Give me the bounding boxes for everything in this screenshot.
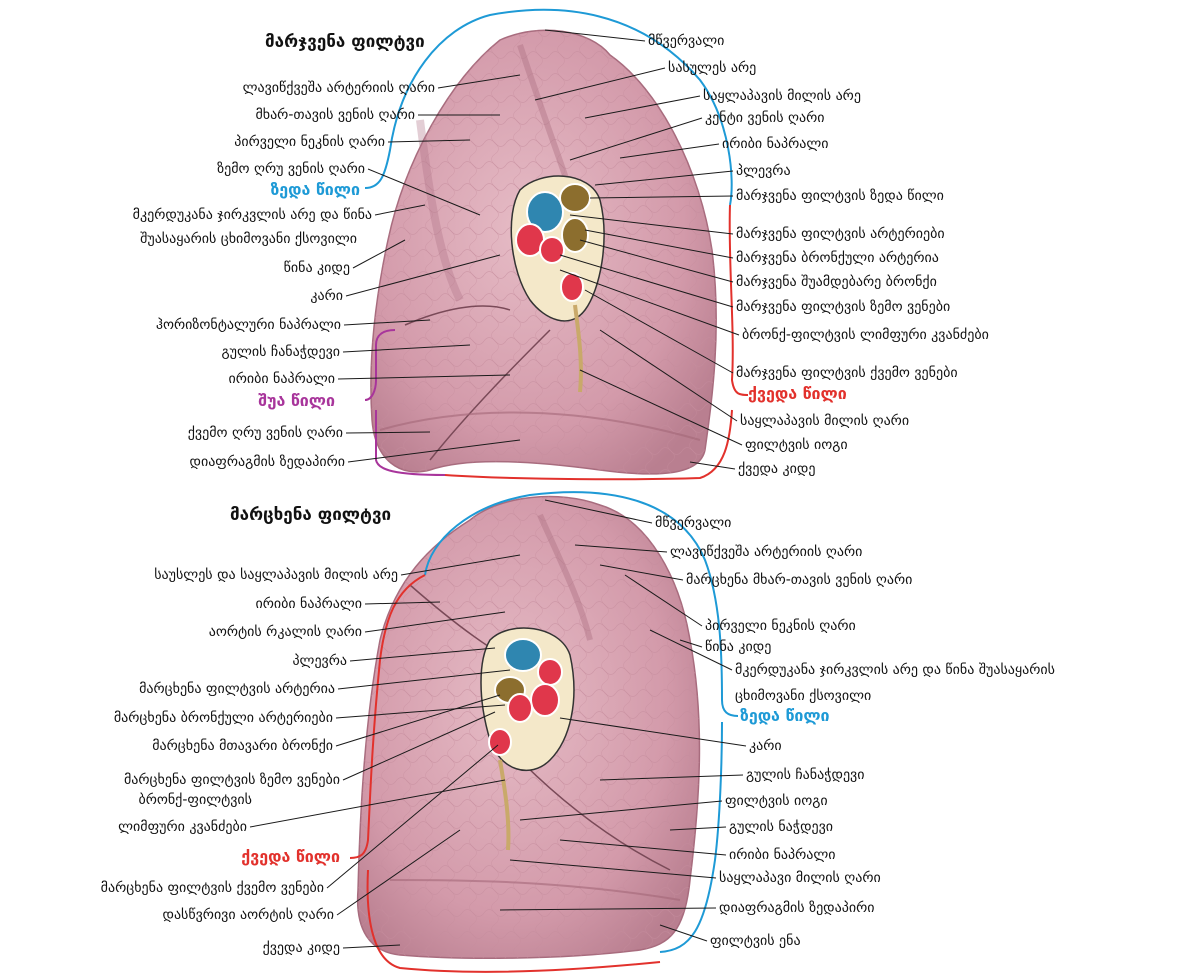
- label: ფილტვის იოგი: [745, 437, 848, 453]
- label: მარჯვენა ბრონქული არტერია: [736, 249, 939, 266]
- label: მარჯვენა ფილტვის არტერიები: [736, 225, 945, 242]
- left-lower-lobe-label: ქვედა წილი: [241, 847, 340, 866]
- right-bronchus: [560, 184, 590, 212]
- label: მარცხენა ბრონქული არტერიები: [114, 709, 333, 726]
- label: ლავიწქვეშა არტერიის ღარი: [243, 79, 435, 96]
- label: შუასაყარის ცხიმოვანი ქსოვილი: [140, 230, 357, 247]
- label: პლევრა: [292, 652, 347, 669]
- label: მარჯვენა ფილტვის ზემო ვენები: [736, 298, 950, 315]
- right-lung-title: მარჯვენა ფილტვი: [265, 32, 425, 52]
- label: საყლაპავის მილის არე: [703, 87, 861, 104]
- label: მარჯვენა შუამდებარე ბრონქი: [736, 273, 937, 290]
- label: ბრონქ-ფილტვის ლიმფური კვანძები: [742, 326, 989, 343]
- label: მარცხენა ფილტვის ზემო ვენები: [124, 771, 340, 788]
- label: მარცხენა მხარ-თავის ვენის ღარი: [686, 571, 912, 588]
- label: მწვერვალი: [655, 514, 731, 531]
- label: მკერდუკანა ჯირკვლის არე და წინა: [133, 206, 372, 223]
- right-superior-vein: [540, 237, 564, 263]
- left-superior-vein: [531, 684, 559, 716]
- label: ქვემო ღრუ ვენის ღარი: [188, 424, 343, 441]
- label: ირიბი ნაპრალი: [722, 135, 829, 152]
- label: ბრონქ-ფილტვის: [138, 791, 252, 808]
- left-pulmonary-artery: [538, 659, 562, 685]
- label: მხარ-თავის ვენის ღარი: [255, 106, 415, 123]
- label: ჰორიზონტალური ნაპრალი: [156, 316, 341, 333]
- label: წინა კიდე: [284, 260, 350, 276]
- label: მარცხენა ფილტვის ქვემო ვენები: [101, 879, 324, 896]
- label: მარჯვენა ფილტვის ზედა წილი: [736, 187, 944, 204]
- label: მკერდუკანა ჯირკვლის არე და წინა შუასაყარ…: [735, 661, 1055, 678]
- label: ფილტვის ენა: [710, 933, 801, 949]
- right-bronchus-intermediate: [562, 218, 588, 252]
- right-upper-lobe-label: ზედა წილი: [270, 180, 360, 199]
- label: წინა კიდე: [705, 639, 771, 655]
- label: პირველი ნეკნის ღარი: [234, 133, 385, 150]
- label: ფილტვის იოგი: [725, 793, 828, 809]
- label: აორტის რკალის ღარი: [209, 623, 362, 640]
- label: დასწვრივი აორტის ღარი: [163, 906, 335, 923]
- left-inferior-vein: [489, 729, 511, 755]
- left-upper-lobe-label: ზედა წილი: [740, 706, 830, 725]
- label: ზემო ღრუ ვენის ღარი: [217, 160, 365, 177]
- left-lung-title: მარცხენა ფილტვი: [230, 505, 391, 525]
- label: საყლაპავი მილის ღარი: [719, 869, 881, 886]
- right-middle-lobe-label: შუა წილი: [258, 391, 335, 410]
- label: კარი: [749, 737, 782, 754]
- label: მარცხენა მთავარი ბრონქი: [152, 737, 333, 754]
- label: ქვედა კიდე: [738, 461, 815, 477]
- label: მარცხენა ფილტვის არტერია: [139, 680, 335, 697]
- label: დიაფრაგმის ზედაპირი: [190, 453, 346, 470]
- label: პლევრა: [736, 162, 791, 179]
- left-pulmonary-vein: [505, 639, 541, 671]
- label: პირველი ნეკნის ღარი: [705, 617, 856, 634]
- label: ლიმფური კვანძები: [118, 818, 247, 835]
- label: საუსლეს და საყლაპავის მილის არე: [154, 566, 398, 583]
- label: ირიბი ნაპრალი: [228, 370, 335, 387]
- label: ლავიწქვეშა არტერიის ღარი: [670, 543, 862, 560]
- label: მარჯვენა ფილტვის ქვემო ვენები: [736, 364, 958, 381]
- label: დიაფრაგმის ზედაპირი: [719, 899, 875, 916]
- label: ცხიმოვანი ქსოვილი: [735, 688, 871, 704]
- label: გულის ჩანაჭდევი: [746, 767, 864, 783]
- left-bronchial-artery: [508, 694, 532, 722]
- right-lower-lobe-label: ქვედა წილი: [748, 384, 847, 403]
- label: ირიბი ნაპრალი: [255, 595, 362, 612]
- label: მწვერვალი: [648, 32, 724, 49]
- leader-line: [690, 462, 735, 469]
- label: კარი: [310, 287, 343, 304]
- label: ირიბი ნაპრალი: [729, 846, 836, 863]
- label: გულის ნაჭდევი: [729, 819, 833, 835]
- label: საყლაპავის მილის ღარი: [740, 412, 909, 429]
- label: სასულეს არე: [668, 59, 756, 76]
- label: კენტი ვენის ღარი: [705, 109, 825, 126]
- label: ქვედა კიდე: [263, 940, 340, 956]
- label: გულის ჩანაჭდევი: [222, 344, 340, 360]
